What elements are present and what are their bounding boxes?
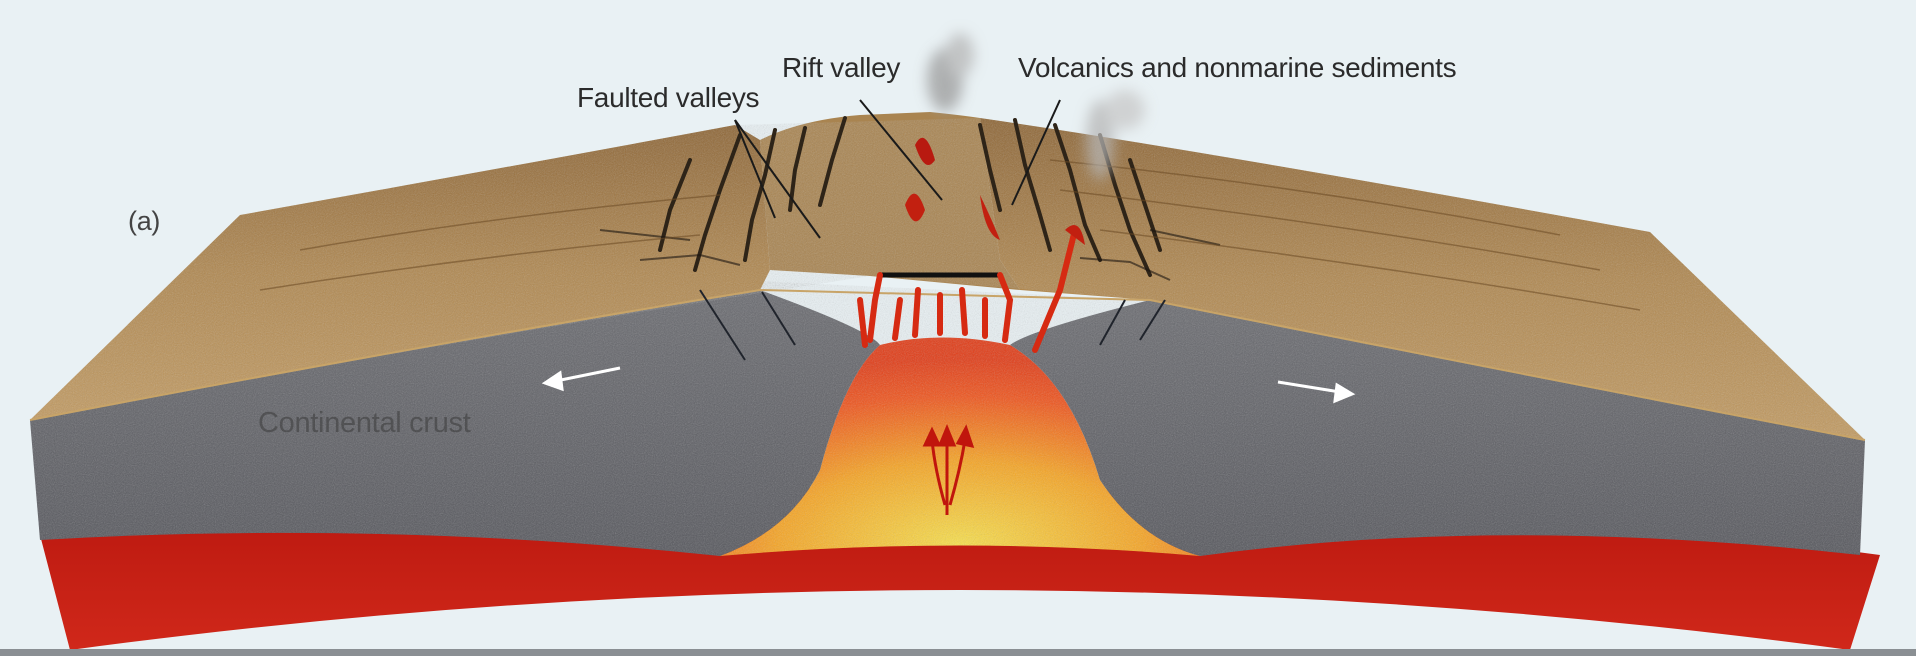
faulted-valleys-label: Faulted valleys xyxy=(577,82,759,114)
panel-label: (a) xyxy=(128,206,160,237)
bottom-border xyxy=(0,649,1916,656)
rift-valley-label: Rift valley xyxy=(782,52,900,84)
continental-crust-label: Continental crust xyxy=(258,407,471,440)
volcanics-label: Volcanics and nonmarine sediments xyxy=(1018,52,1456,84)
